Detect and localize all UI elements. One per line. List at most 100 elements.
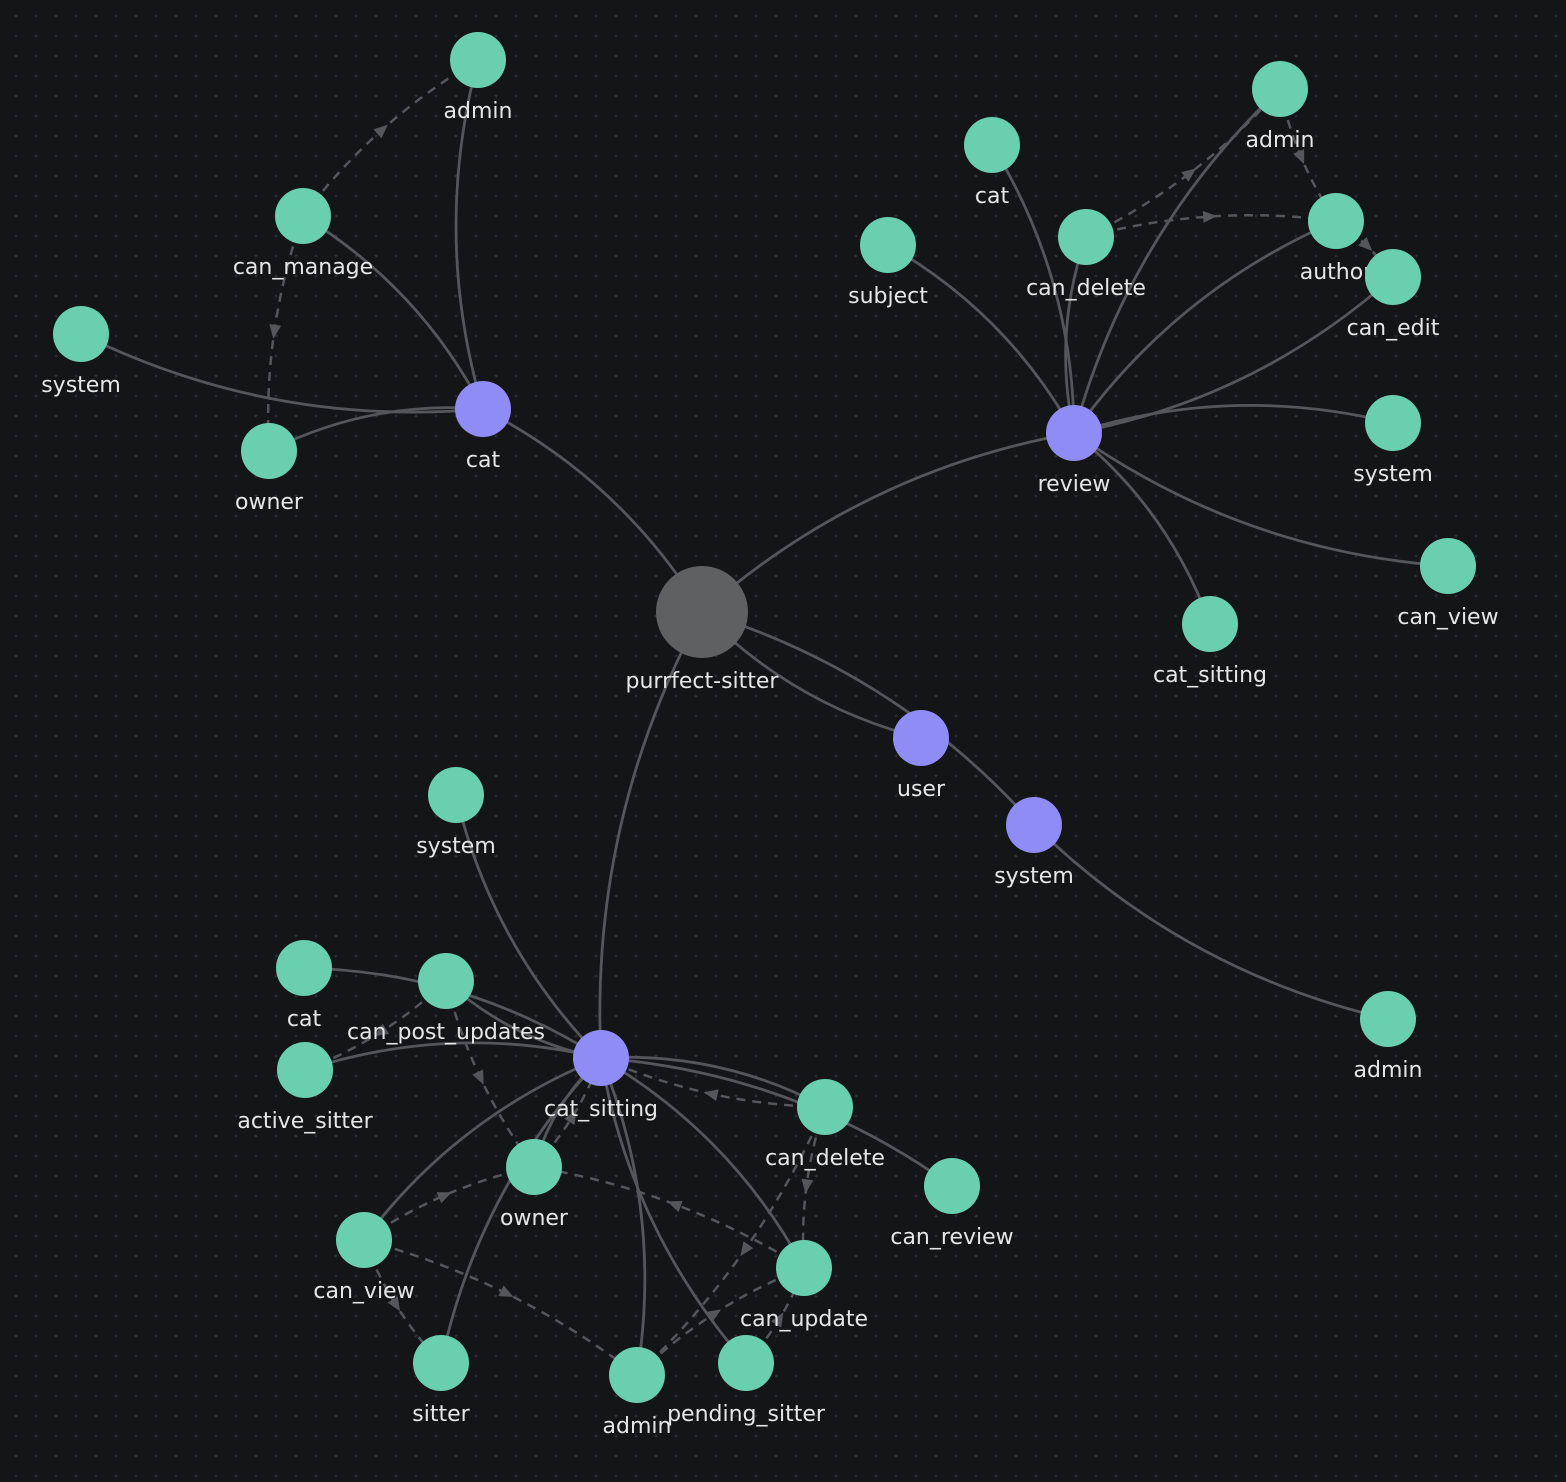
node-circle-cs-cat[interactable]: [276, 940, 332, 996]
edge-cat_sitting-to-cs.pending_sitter: [599, 1057, 748, 1364]
edge-arrow-review.can_delete-to-review.admin: [1181, 168, 1196, 182]
node-cs-can-delete[interactable]: can_delete: [765, 1079, 885, 1171]
node-review-can-view[interactable]: can_view: [1397, 538, 1499, 630]
node-label-cs-system: system: [416, 834, 496, 859]
edge-cs.can_view-to-cs.admin: [363, 1238, 638, 1376]
node-circle-review-can-delete[interactable]: [1058, 209, 1114, 265]
node-circle-cat-can-manage[interactable]: [275, 188, 331, 244]
node-cs-admin[interactable]: admin: [603, 1347, 672, 1439]
edge-review-to-review.author: [1072, 219, 1337, 434]
node-label-review-system: system: [1353, 462, 1433, 487]
node-circle-review-cat-sitting[interactable]: [1182, 596, 1238, 652]
node-cs-can-post-updates[interactable]: can_post_updates: [347, 953, 545, 1045]
node-circle-cs-active-sitter[interactable]: [277, 1042, 333, 1098]
node-review[interactable]: review: [1038, 405, 1111, 497]
edge-cat_sitting-to-cs.can_delete: [600, 1055, 826, 1109]
edge-arrow-review.can_delete-to-review.author: [1202, 210, 1218, 223]
node-cat-can-manage[interactable]: can_manage: [233, 188, 373, 280]
node-review-system[interactable]: system: [1353, 395, 1433, 487]
node-circle-review-cat[interactable]: [964, 117, 1020, 173]
node-label-system: system: [994, 864, 1074, 889]
node-circle-review-subject[interactable]: [860, 217, 916, 273]
node-circle-cs-pending-sitter[interactable]: [718, 1335, 774, 1391]
node-circle-review-can-edit[interactable]: [1365, 249, 1421, 305]
node-circle-review-author[interactable]: [1308, 193, 1364, 249]
node-label-cs-cat: cat: [287, 1007, 322, 1032]
node-circle-cs-can-post-updates[interactable]: [418, 953, 474, 1009]
node-review-can-delete[interactable]: can_delete: [1026, 209, 1146, 301]
node-circle-system[interactable]: [1006, 797, 1062, 853]
edge-review-to-review.system: [1073, 404, 1394, 435]
edge-review-to-review.cat: [990, 144, 1076, 434]
edge-review-to-review.subject: [887, 243, 1076, 434]
edge-review-to-review.cat_sitting: [1073, 431, 1212, 625]
node-review-subject[interactable]: subject: [848, 217, 928, 309]
node-label-cat-admin: admin: [444, 99, 513, 124]
node-cs-can-review[interactable]: can_review: [890, 1158, 1014, 1250]
edge-cat_sitting-to-cs.can_review: [600, 1056, 953, 1188]
node-cs-system[interactable]: system: [416, 767, 496, 859]
node-circle-cs-can-delete[interactable]: [797, 1079, 853, 1135]
edge-arrow-cs.can_post_updates-to-cs.owner: [472, 1069, 484, 1085]
node-circle-user[interactable]: [893, 710, 949, 766]
node-circle-review-can-view[interactable]: [1420, 538, 1476, 594]
node-circle-cs-system[interactable]: [428, 767, 484, 823]
node-circle-cat[interactable]: [455, 381, 511, 437]
node-label-cs-owner: owner: [500, 1206, 569, 1231]
node-circle-cs-admin[interactable]: [609, 1347, 665, 1403]
node-circle-cs-owner[interactable]: [506, 1139, 562, 1195]
node-circle-cat-sitting[interactable]: [573, 1030, 629, 1086]
node-review-cat[interactable]: cat: [964, 117, 1020, 209]
node-cat-admin[interactable]: admin: [444, 32, 513, 124]
node-circle-cs-sitter[interactable]: [413, 1335, 469, 1391]
node-circle-cat-admin[interactable]: [450, 32, 506, 88]
node-cs-pending-sitter[interactable]: pending_sitter: [667, 1335, 826, 1427]
edge-cat_sitting-to-cs.active_sitter: [304, 1041, 602, 1072]
node-cat-sitting[interactable]: cat_sitting: [544, 1030, 658, 1122]
node-label-cat-can-manage: can_manage: [233, 255, 373, 280]
node-label-review-admin: admin: [1246, 128, 1315, 153]
node-cs-cat[interactable]: cat: [276, 940, 332, 1032]
node-label-cs-can-review: can_review: [890, 1225, 1013, 1250]
edge-arrow-cs.pending_sitter-to-cs.can_update: [770, 1312, 784, 1328]
node-cat[interactable]: cat: [455, 381, 511, 473]
node-label-cat-system: system: [41, 373, 121, 398]
node-label-cs-can-post-updates: can_post_updates: [347, 1020, 545, 1045]
node-cs-can-view[interactable]: can_view: [313, 1212, 415, 1304]
node-review-author[interactable]: author: [1300, 193, 1373, 285]
node-cs-can-update[interactable]: can_update: [740, 1240, 868, 1332]
node-review-admin[interactable]: admin: [1246, 61, 1315, 153]
node-review-can-edit[interactable]: can_edit: [1347, 249, 1440, 341]
node-circle-cs-can-update[interactable]: [776, 1240, 832, 1296]
node-label-cat-sitting: cat_sitting: [544, 1097, 658, 1122]
node-circle-review-admin[interactable]: [1252, 61, 1308, 117]
node-root[interactable]: purrfect-sitter: [626, 566, 780, 694]
edge-arrow-cs.owner-to-cat_sitting: [564, 1109, 577, 1125]
node-user[interactable]: user: [893, 710, 949, 802]
node-system-admin[interactable]: admin: [1354, 991, 1423, 1083]
edge-cat_sitting-to-cs.can_view: [362, 1056, 602, 1241]
node-circle-cat-owner[interactable]: [241, 423, 297, 479]
edge-arrow-cs.can_view-to-cs.owner: [436, 1192, 452, 1204]
node-review-cat-sitting[interactable]: cat_sitting: [1153, 596, 1267, 688]
node-circle-system-admin[interactable]: [1360, 991, 1416, 1047]
edge-cat-to-cat.owner: [268, 406, 484, 453]
edge-review-to-review.can_edit: [1073, 275, 1394, 435]
node-circle-review-system[interactable]: [1365, 395, 1421, 451]
node-circle-review[interactable]: [1046, 405, 1102, 461]
node-system[interactable]: system: [994, 797, 1074, 889]
node-cs-owner[interactable]: owner: [500, 1139, 569, 1231]
node-cat-system[interactable]: system: [41, 306, 121, 398]
node-circle-cs-can-view[interactable]: [336, 1212, 392, 1268]
node-circle-cat-system[interactable]: [53, 306, 109, 362]
node-circle-root[interactable]: [656, 566, 748, 658]
node-label-cs-can-view: can_view: [313, 1279, 414, 1304]
node-circle-cs-can-review[interactable]: [924, 1158, 980, 1214]
edge-arrow-cat.can_manage-to-cat.admin: [373, 124, 388, 139]
node-cat-owner[interactable]: owner: [235, 423, 304, 515]
node-cs-active-sitter[interactable]: active_sitter: [237, 1042, 374, 1134]
node-cs-sitter[interactable]: sitter: [412, 1335, 471, 1427]
edge-arrow-cat.can_manage-to-cat.owner: [269, 324, 282, 339]
